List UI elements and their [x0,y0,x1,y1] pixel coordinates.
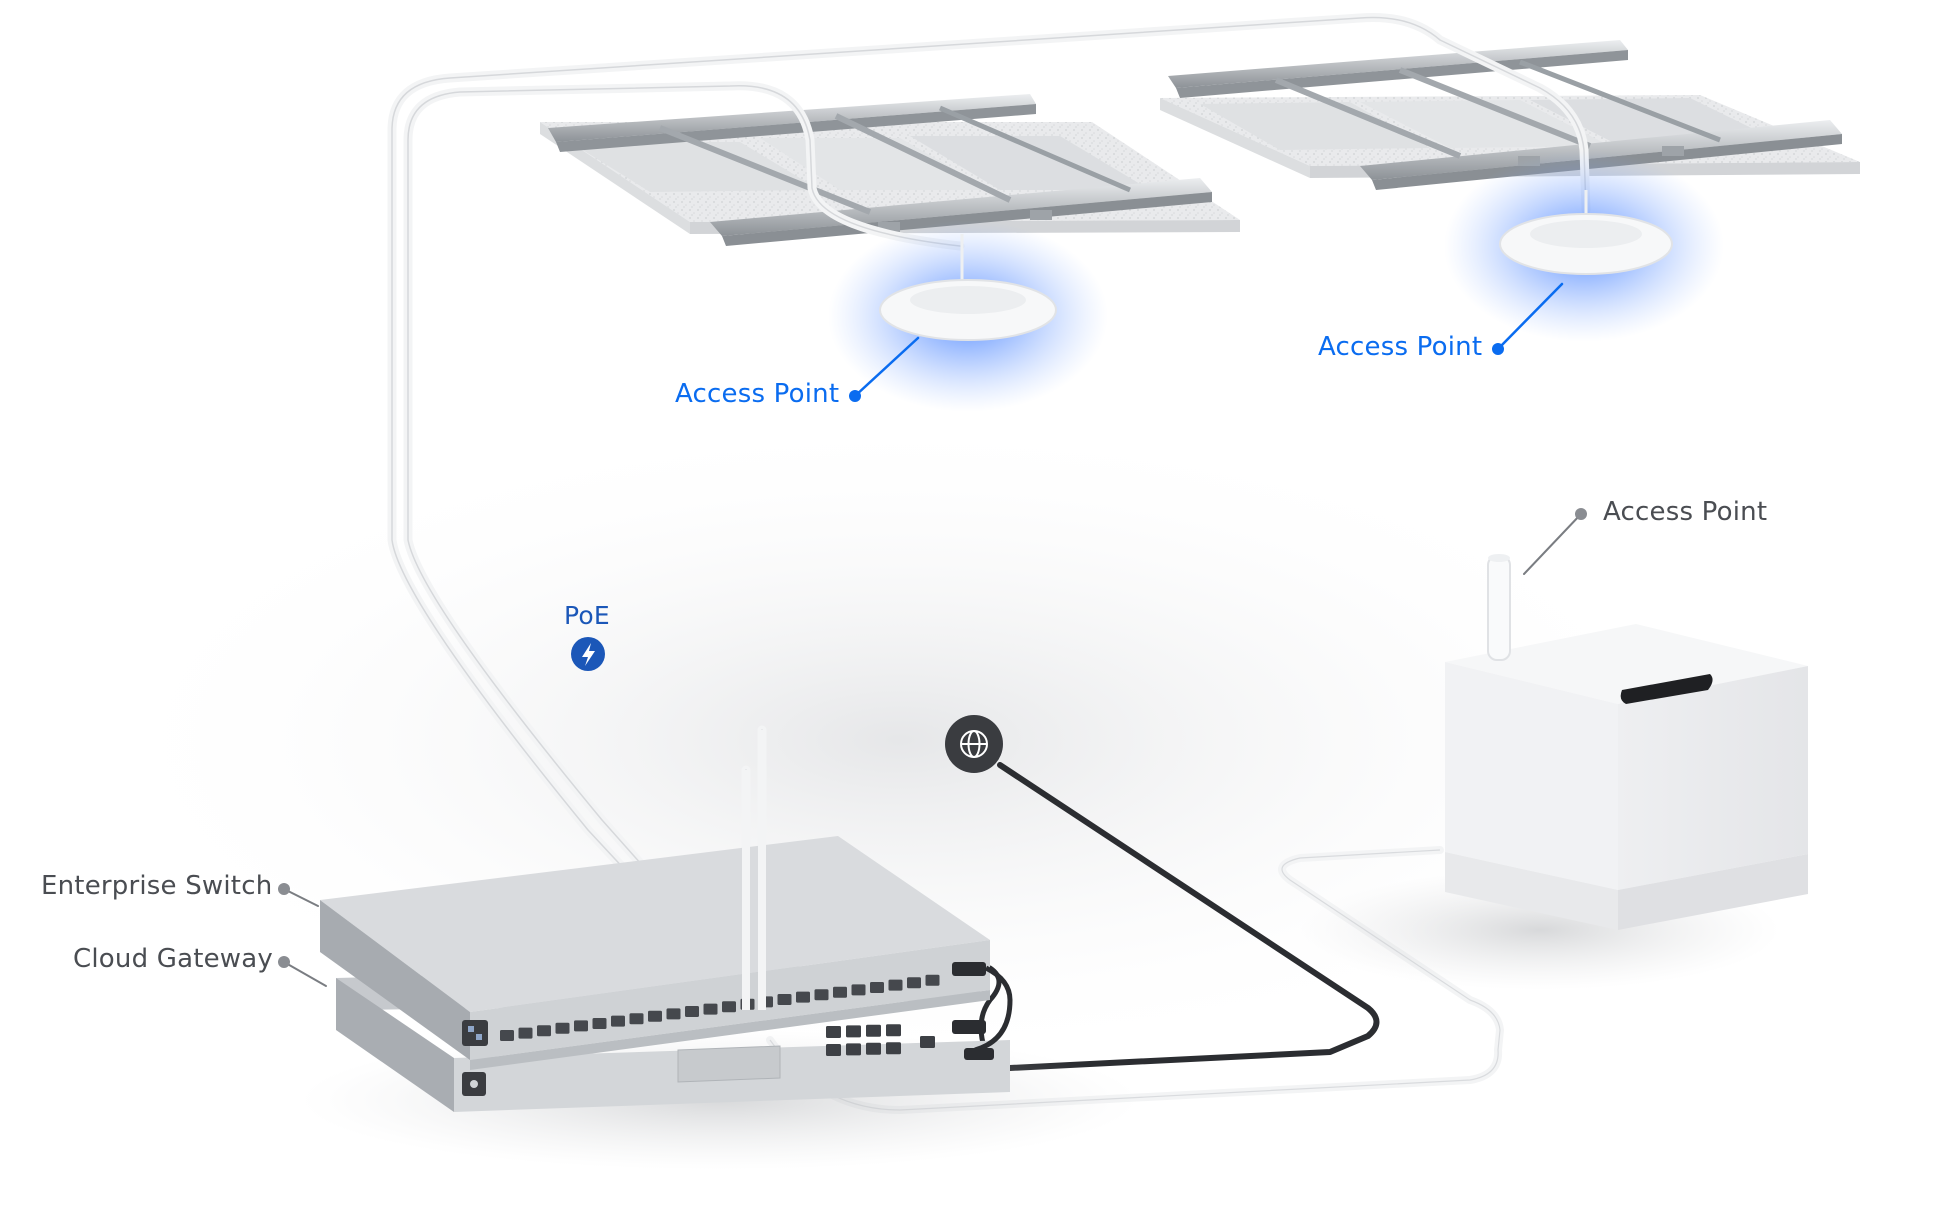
switch-port [537,1025,551,1037]
sfp-connectors [952,962,1013,1060]
switch-port [777,994,792,1005]
switch-port [907,977,921,989]
switch-port [851,984,866,996]
switch-port [629,1013,644,1025]
gateway-wan-port [920,1036,935,1048]
access-point-ceiling-left [828,220,1108,412]
switch-port [870,982,884,993]
outdoor-enclosure [1300,624,1808,990]
internet-badge [945,715,1003,773]
switch-port [814,989,829,1001]
gateway-port [826,1044,841,1056]
poe-badge [571,637,605,671]
gateway-port [826,1026,841,1038]
gateway-ports [826,1024,935,1056]
switch-port [592,1018,607,1029]
switch-port [611,1015,625,1027]
switch-port [500,1030,514,1041]
switch-ports [500,974,940,1041]
switch-port [555,1022,570,1034]
leader-lines [278,282,1587,987]
switch-port [648,1010,662,1022]
gateway-port [866,1024,881,1037]
gateway-port [846,1025,861,1038]
gateway-port [846,1043,861,1056]
switch-port [833,986,847,998]
label-access-point-ceiling-left: Access Point [675,379,840,409]
switch-port [666,1008,681,1020]
access-point-outdoor [1487,554,1511,661]
switch-port [925,974,940,986]
label-cloud-gateway: Cloud Gateway [73,944,273,974]
label-poe: PoE [564,601,610,630]
switch-port [796,991,810,1003]
ceiling-panel-left [540,94,1240,246]
lightning-bolt-icon [582,643,595,666]
globe-icon [960,730,988,758]
switch-port [888,979,903,991]
switch-port [685,1006,699,1017]
switch-port [574,1020,588,1032]
label-access-point-ceiling-right: Access Point [1318,332,1483,362]
ceiling-panel-right [1160,40,1860,190]
gateway-port [886,1024,901,1037]
enterprise-switch [320,836,990,1070]
switch-port [703,1003,718,1015]
label-enterprise-switch: Enterprise Switch [41,871,273,901]
gateway-port [866,1042,881,1055]
label-access-point-outdoor: Access Point [1603,497,1768,527]
switch-display [462,1020,488,1046]
access-point-ceiling-right [1444,150,1724,342]
switch-port [518,1027,533,1039]
gateway-port [886,1042,901,1055]
switch-port [722,1001,736,1013]
